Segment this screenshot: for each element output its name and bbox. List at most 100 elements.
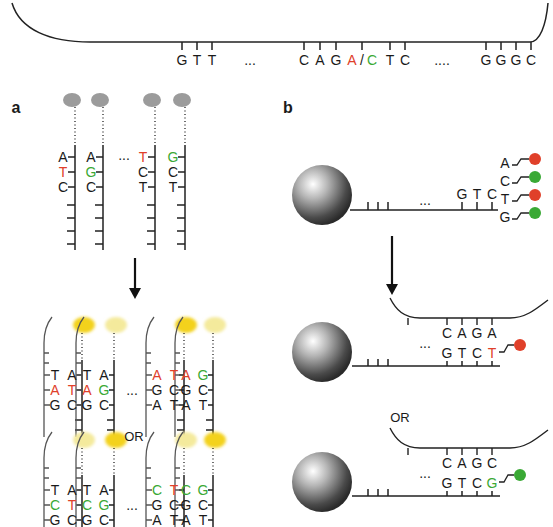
probe-base: T (170, 482, 179, 498)
template-strand (12, 3, 548, 42)
probe-base: C (86, 179, 96, 195)
primer-base: T (458, 475, 467, 491)
bright-signal (204, 432, 226, 448)
probe-base: T (139, 149, 148, 165)
or-label: OR (390, 410, 410, 426)
template-base: C (442, 455, 452, 471)
bright-signal (105, 432, 127, 448)
probe-base: A (99, 482, 108, 498)
template-base: C (487, 455, 497, 471)
probe-base: A (58, 149, 67, 165)
probe-base: C (67, 397, 77, 413)
probe-base: T (169, 179, 178, 195)
template-base: T (51, 482, 60, 498)
ellipsis: ... (126, 382, 138, 398)
green-dye (529, 171, 541, 183)
hybrid-duplex (76, 317, 114, 437)
probe-base: C (99, 397, 109, 413)
template-base: A (152, 397, 161, 413)
probe-base: A (67, 367, 76, 383)
probe-base: G (198, 367, 209, 383)
probe-base: A (67, 482, 76, 498)
hybrid-duplex (146, 432, 184, 527)
green-dye (529, 207, 541, 219)
primer-base: C (487, 186, 497, 202)
template-base: A (347, 52, 356, 68)
dye-linker (512, 159, 529, 219)
probe-base: T (199, 397, 208, 413)
ellipsis: .... (434, 52, 450, 68)
template-base: T (51, 367, 60, 383)
probe-base: C (99, 512, 109, 527)
template-base: G (177, 52, 188, 68)
probe-base: C (67, 512, 77, 527)
primer-base: G (442, 345, 453, 361)
bead (292, 165, 352, 225)
arrow-head (386, 284, 398, 295)
dye-linker (499, 345, 514, 352)
template-base: A (457, 455, 466, 471)
template-base: T (83, 367, 92, 383)
panel-label: b (283, 100, 293, 116)
probe-base: A (86, 149, 95, 165)
ellipsis: ... (118, 147, 130, 163)
dim-signal (105, 317, 127, 333)
extension-product (292, 428, 548, 512)
primer-base: G (487, 475, 498, 491)
template-base: A (82, 382, 91, 398)
probe-base: A (99, 367, 108, 383)
extension-product (292, 298, 548, 382)
template-base: C (152, 482, 162, 498)
ellipsis: ... (126, 497, 138, 513)
template-base: C (50, 497, 60, 513)
hybrid-duplex (175, 317, 213, 437)
green-dye (514, 469, 526, 481)
probe-base: T (170, 512, 179, 527)
probe-base: C (138, 164, 148, 180)
primer-base: G (457, 186, 468, 202)
template-base: G (481, 52, 492, 68)
probe-base: T (68, 382, 77, 398)
arrow-shaft (134, 258, 136, 290)
template-base: T (193, 52, 202, 68)
probe-base: C (169, 497, 179, 513)
bright-signal (73, 317, 95, 333)
red-dye (529, 153, 541, 165)
template-base: C (442, 325, 452, 341)
ellipsis: ... (419, 335, 431, 351)
hybrid-duplex (146, 317, 184, 437)
dim-signal (204, 317, 226, 333)
template-base: G (82, 397, 93, 413)
red-dye (514, 339, 526, 351)
probe-base: G (168, 149, 179, 165)
template-base: G (181, 497, 192, 513)
probe-base: G (99, 497, 110, 513)
probe-base: T (170, 397, 179, 413)
template-base: G (331, 52, 342, 68)
ellipsis: ... (419, 192, 431, 208)
template-base: T (208, 52, 217, 68)
template-base: G (472, 325, 483, 341)
template-base: G (511, 52, 522, 68)
template-base: A (315, 52, 324, 68)
hybrid-duplex (175, 432, 213, 527)
dim-signal (73, 432, 95, 448)
template-base: A (152, 512, 161, 527)
or-label: OR (124, 429, 144, 445)
template-base: G (472, 455, 483, 471)
ellipsis: ... (419, 465, 431, 481)
template-base: T (386, 52, 395, 68)
template-base: C (526, 52, 536, 68)
primer-base: C (472, 345, 482, 361)
template-base: G (50, 512, 61, 527)
template-base: G (181, 382, 192, 398)
template-base: A (181, 367, 190, 383)
primer-base: T (458, 345, 467, 361)
probe-base: T (170, 367, 179, 383)
red-dye (529, 189, 541, 201)
template-base: C (367, 52, 377, 68)
panel-label: a (12, 100, 21, 116)
nucleotide-label: G (500, 209, 511, 225)
